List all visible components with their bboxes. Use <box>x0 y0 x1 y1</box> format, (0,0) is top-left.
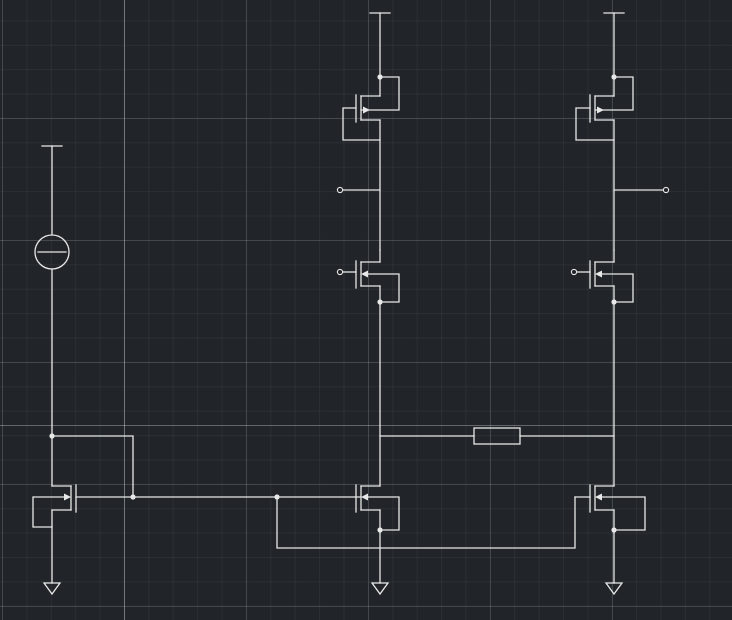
nmos-input-left[interactable] <box>342 249 400 305</box>
canvas-axis-vertical <box>124 0 125 620</box>
output-pin-right[interactable] <box>613 186 670 194</box>
nmos-tail-left[interactable] <box>355 484 400 584</box>
nmos-tail-right[interactable] <box>574 484 646 584</box>
pmos-load-left[interactable] <box>342 74 400 251</box>
canvas-axis-horizontal <box>0 425 732 426</box>
nmos-input-right[interactable] <box>576 249 634 305</box>
vdd-rail-left <box>41 145 63 235</box>
output-pin-left[interactable] <box>336 186 381 194</box>
bias-line <box>130 494 576 549</box>
vdd-rail-right <box>603 12 625 97</box>
input-pin-right[interactable] <box>570 268 578 276</box>
vdd-rail-mid <box>369 12 391 97</box>
ground-right <box>604 582 624 596</box>
ground-left <box>42 582 62 596</box>
pmos-load-right[interactable] <box>575 74 634 251</box>
ref-diode-connection <box>49 433 134 498</box>
degeneration-resistor[interactable] <box>379 427 615 445</box>
nmos-mirror-ref[interactable] <box>32 484 134 584</box>
current-source[interactable] <box>34 234 70 270</box>
ground-mid <box>370 582 390 596</box>
input-pin-left[interactable] <box>336 268 344 276</box>
